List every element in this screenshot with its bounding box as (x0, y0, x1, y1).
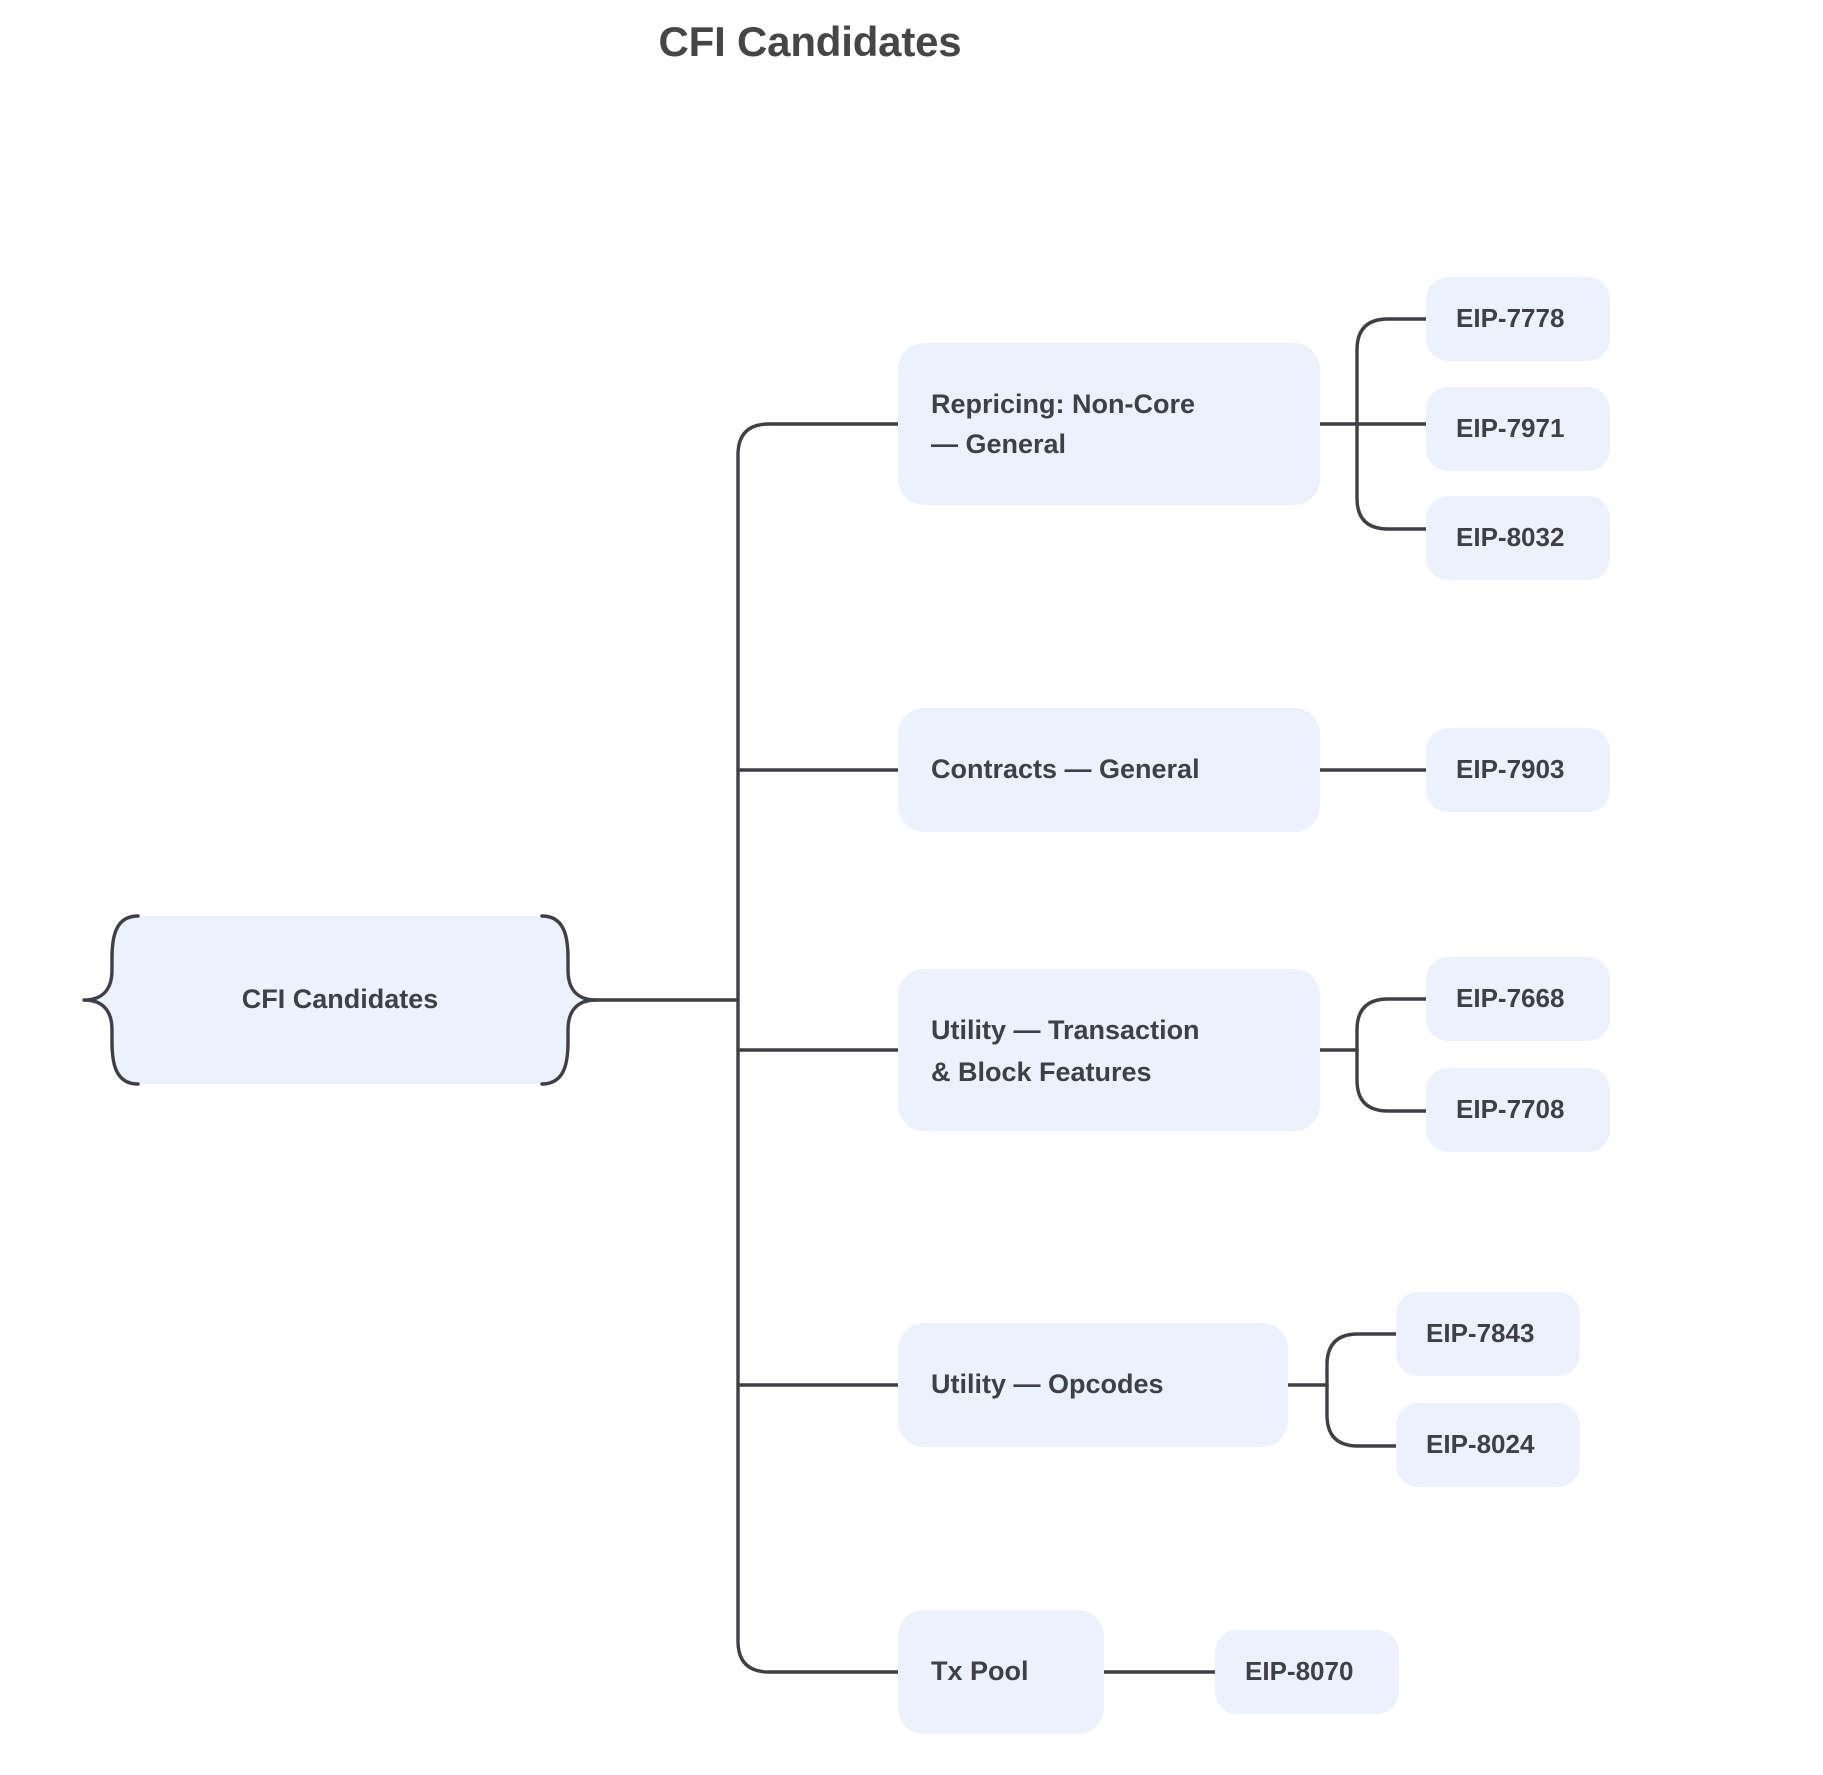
branch-node-label-line2: & Block Features (931, 1057, 1152, 1087)
leaf-node-label: EIP-7708 (1456, 1094, 1564, 1124)
root-edges (568, 422, 900, 1674)
node-branch-utility-transaction-block-features[interactable]: Utility — Transaction & Block Features (898, 969, 1320, 1131)
leaf-node-rect (1426, 728, 1610, 812)
node-branch-utility-opcodes[interactable]: Utility — Opcodes (898, 1323, 1288, 1447)
leaf-node-label: EIP-7903 (1456, 754, 1564, 784)
edge-b3-leaf-0 (1325, 1332, 1398, 1387)
node-leaf-eip-8024[interactable]: EIP-8024 (1396, 1403, 1580, 1487)
branch-node-rect (898, 1610, 1104, 1734)
branch-node-label-line1: Tx Pool (931, 1656, 1029, 1686)
branch-2-edges (1318, 997, 1428, 1113)
branch-node-label-line1: Repricing: Non-Core (931, 389, 1195, 419)
edge-root-branch-4 (736, 998, 900, 1674)
leaf-node-rect (1426, 496, 1610, 580)
leaf-node-rect (1426, 957, 1610, 1041)
leaf-node-label: EIP-7778 (1456, 303, 1564, 333)
leaf-node-rect (1426, 277, 1610, 361)
node-leaf-eip-7778[interactable]: EIP-7778 (1426, 277, 1610, 361)
root-node-left-brace (82, 914, 140, 1086)
node-root[interactable]: CFI Candidates (82, 914, 598, 1086)
branch-node-label-line1: Utility — Opcodes (931, 1369, 1164, 1399)
branch-node-label-line1: Contracts — General (931, 754, 1200, 784)
leaf-node-label: EIP-8032 (1456, 522, 1564, 552)
node-leaf-eip-7668[interactable]: EIP-7668 (1426, 957, 1610, 1041)
leaf-node-rect (1426, 1068, 1610, 1152)
branch-node-rect (898, 343, 1320, 505)
node-branch-repricing-non-core-general[interactable]: Repricing: Non-Core — General (898, 343, 1320, 505)
node-leaf-eip-7903[interactable]: EIP-7903 (1426, 728, 1610, 812)
edge-b2-leaf-0 (1355, 997, 1428, 1052)
branch-node-rect (898, 1323, 1288, 1447)
root-node-label: CFI Candidates (242, 984, 439, 1014)
edge-b0-leaf-0 (1355, 317, 1428, 426)
branch-node-rect (898, 708, 1320, 832)
branch-node-rect (898, 969, 1320, 1131)
node-leaf-eip-8070[interactable]: EIP-8070 (1215, 1630, 1399, 1714)
leaf-node-label: EIP-7668 (1456, 983, 1564, 1013)
page-title: CFI Candidates (658, 18, 962, 65)
node-branch-contracts-general[interactable]: Contracts — General (898, 708, 1320, 832)
node-leaf-eip-7708[interactable]: EIP-7708 (1426, 1068, 1610, 1152)
leaf-node-label: EIP-7843 (1426, 1318, 1534, 1348)
node-leaf-eip-7843[interactable]: EIP-7843 (1396, 1292, 1580, 1376)
edge-root-branch-0 (736, 422, 900, 1002)
branch-node-label-line2: — General (931, 429, 1066, 459)
edge-b0-leaf-2 (1355, 422, 1428, 531)
leaf-node-label: EIP-8024 (1426, 1429, 1535, 1459)
leaf-node-label: EIP-7971 (1456, 413, 1564, 443)
leaf-node-rect (1426, 387, 1610, 471)
branch-node-label-line1: Utility — Transaction (931, 1015, 1200, 1045)
branch-0-edges (1318, 317, 1428, 531)
leaf-node-rect (1396, 1403, 1580, 1487)
leaf-node-rect (1215, 1630, 1399, 1714)
branch-3-edges (1286, 1332, 1398, 1448)
edge-b3-leaf-1 (1325, 1383, 1398, 1448)
leaf-node-label: EIP-8070 (1245, 1656, 1353, 1686)
node-leaf-eip-8032[interactable]: EIP-8032 (1426, 496, 1610, 580)
leaf-node-rect (1396, 1292, 1580, 1376)
node-leaf-eip-7971[interactable]: EIP-7971 (1426, 387, 1610, 471)
root-node-right-brace (540, 914, 598, 1086)
root-node-fill (110, 916, 570, 1084)
edge-b2-leaf-1 (1355, 1048, 1428, 1113)
node-branch-tx-pool[interactable]: Tx Pool (898, 1610, 1104, 1734)
